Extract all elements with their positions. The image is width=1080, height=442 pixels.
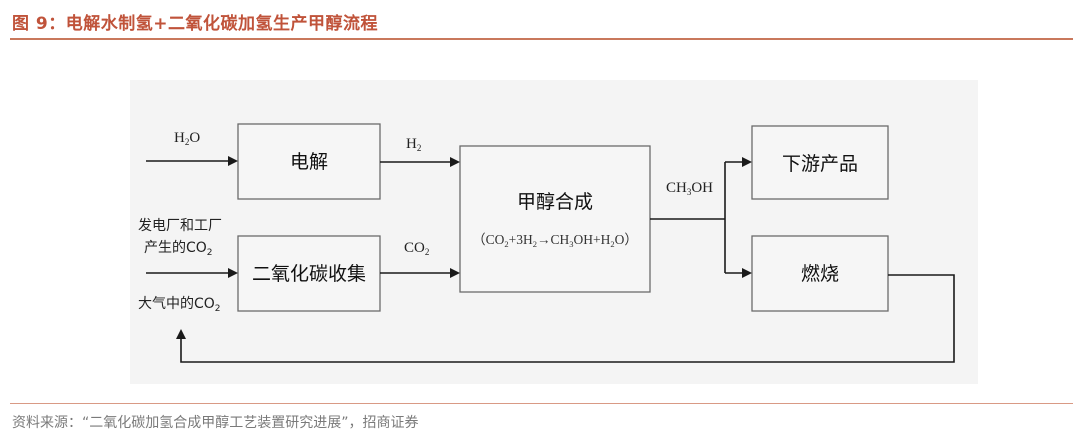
recycle-loop-arrowhead: [176, 329, 186, 339]
to-downstream-arrowhead: [742, 157, 752, 167]
combustion-label: 燃烧: [801, 263, 839, 285]
carbon-dioxide-label: CO2: [404, 240, 429, 257]
co2-capture-box: [237, 235, 381, 312]
methanol-synthesis-label: 甲醇合成: [517, 191, 593, 213]
co2-capture-label: 二氧化碳收集: [252, 263, 366, 285]
hydrogen-arrowhead: [450, 157, 460, 167]
recycle-loop-line: [180, 274, 955, 363]
electrolysis-box: [237, 123, 381, 200]
methanol-synthesis-box: [459, 145, 651, 293]
plant-source-label-line1: 发电厂和工厂: [138, 218, 222, 234]
plant-source-label-line2: 产生的CO2: [144, 240, 213, 258]
to-combustion-arrowhead: [742, 268, 752, 278]
diagram-canvas: 电解 二氧化碳收集 甲醇合成 （CO2+3H2→CH3OH+H2O） 下游产品 …: [130, 80, 978, 384]
source-note: 资料来源：“二氧化碳加氢合成甲醇工艺装置研究进展”，招商证券: [12, 415, 419, 431]
carbon-dioxide-arrowhead: [450, 268, 460, 278]
co2-source-arrowhead: [228, 268, 238, 278]
figure-title: 图 9：电解水制氢+二氧化碳加氢生产甲醇流程: [12, 14, 378, 34]
water-label: H2O: [174, 130, 200, 147]
electrolysis-label: 电解: [290, 151, 328, 173]
air-co2-label: 大气中的CO2: [138, 296, 221, 314]
source-rule: [10, 403, 1073, 404]
downstream-products-box: [751, 125, 889, 200]
water-arrowhead: [228, 156, 238, 166]
combustion-box: [751, 235, 889, 312]
methanol-label: CH3OH: [666, 180, 713, 197]
title-rule: [10, 38, 1073, 40]
downstream-products-label: 下游产品: [782, 153, 858, 175]
reaction-equation: （CO2+3H2→CH3OH+H2O）: [472, 232, 638, 249]
flow-diagram: 电解 二氧化碳收集 甲醇合成 （CO2+3H2→CH3OH+H2O） 下游产品 …: [138, 123, 955, 363]
hydrogen-label: H2: [406, 136, 421, 153]
